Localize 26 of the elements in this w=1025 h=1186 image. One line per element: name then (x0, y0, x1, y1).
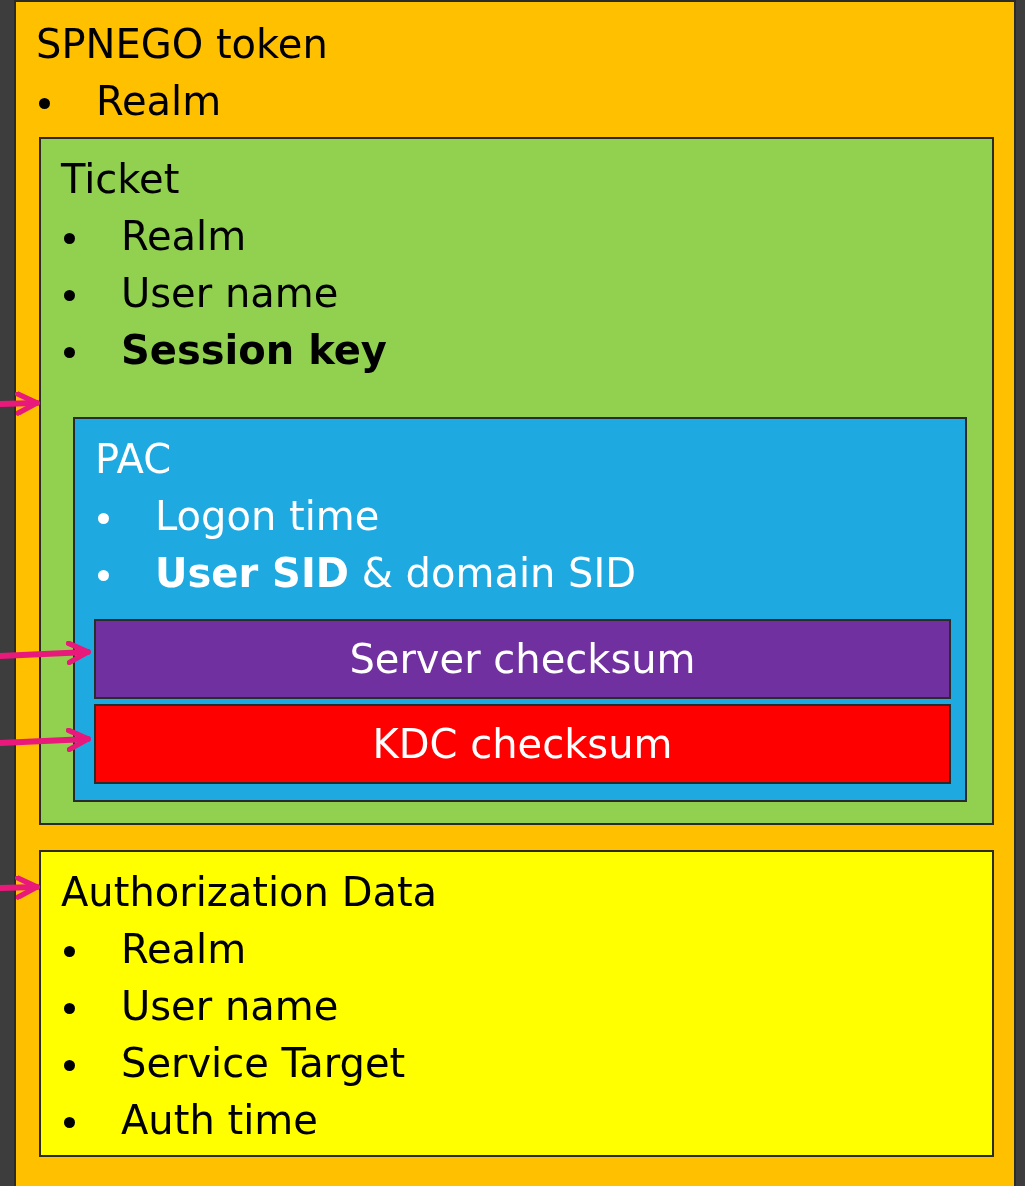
bullet-item: Auth time (61, 1092, 318, 1149)
box-label: Server checksum (348, 634, 697, 684)
bullet-item: Service Target (61, 1035, 406, 1092)
token-box (14, 0, 1016, 1186)
bullet-item: Session key (61, 322, 387, 379)
box-heading: Ticket (61, 155, 180, 204)
checksum-bar (94, 704, 951, 784)
box-heading: Authorization Data (61, 868, 438, 917)
box-heading: PAC (95, 435, 172, 484)
bullet-item: User SID & domain SID (95, 545, 637, 602)
checksum-bar (94, 619, 951, 699)
bullet-item: Realm (61, 921, 247, 978)
box-heading: SPNEGO token (36, 20, 328, 69)
bullet-item: User name (61, 978, 339, 1035)
authorization-data-box (39, 850, 994, 1157)
pac-box (73, 417, 967, 802)
bullet-item: Realm (36, 73, 222, 130)
arrow (0, 875, 40, 900)
arrow (0, 727, 91, 753)
arrow (0, 640, 91, 666)
arrow (0, 391, 40, 416)
ticket-box (39, 137, 994, 825)
bullet-item: Realm (61, 208, 247, 265)
bullet-item: Logon time (95, 488, 380, 545)
bullet-item: User name (61, 265, 339, 322)
box-label: KDC checksum (371, 719, 674, 769)
